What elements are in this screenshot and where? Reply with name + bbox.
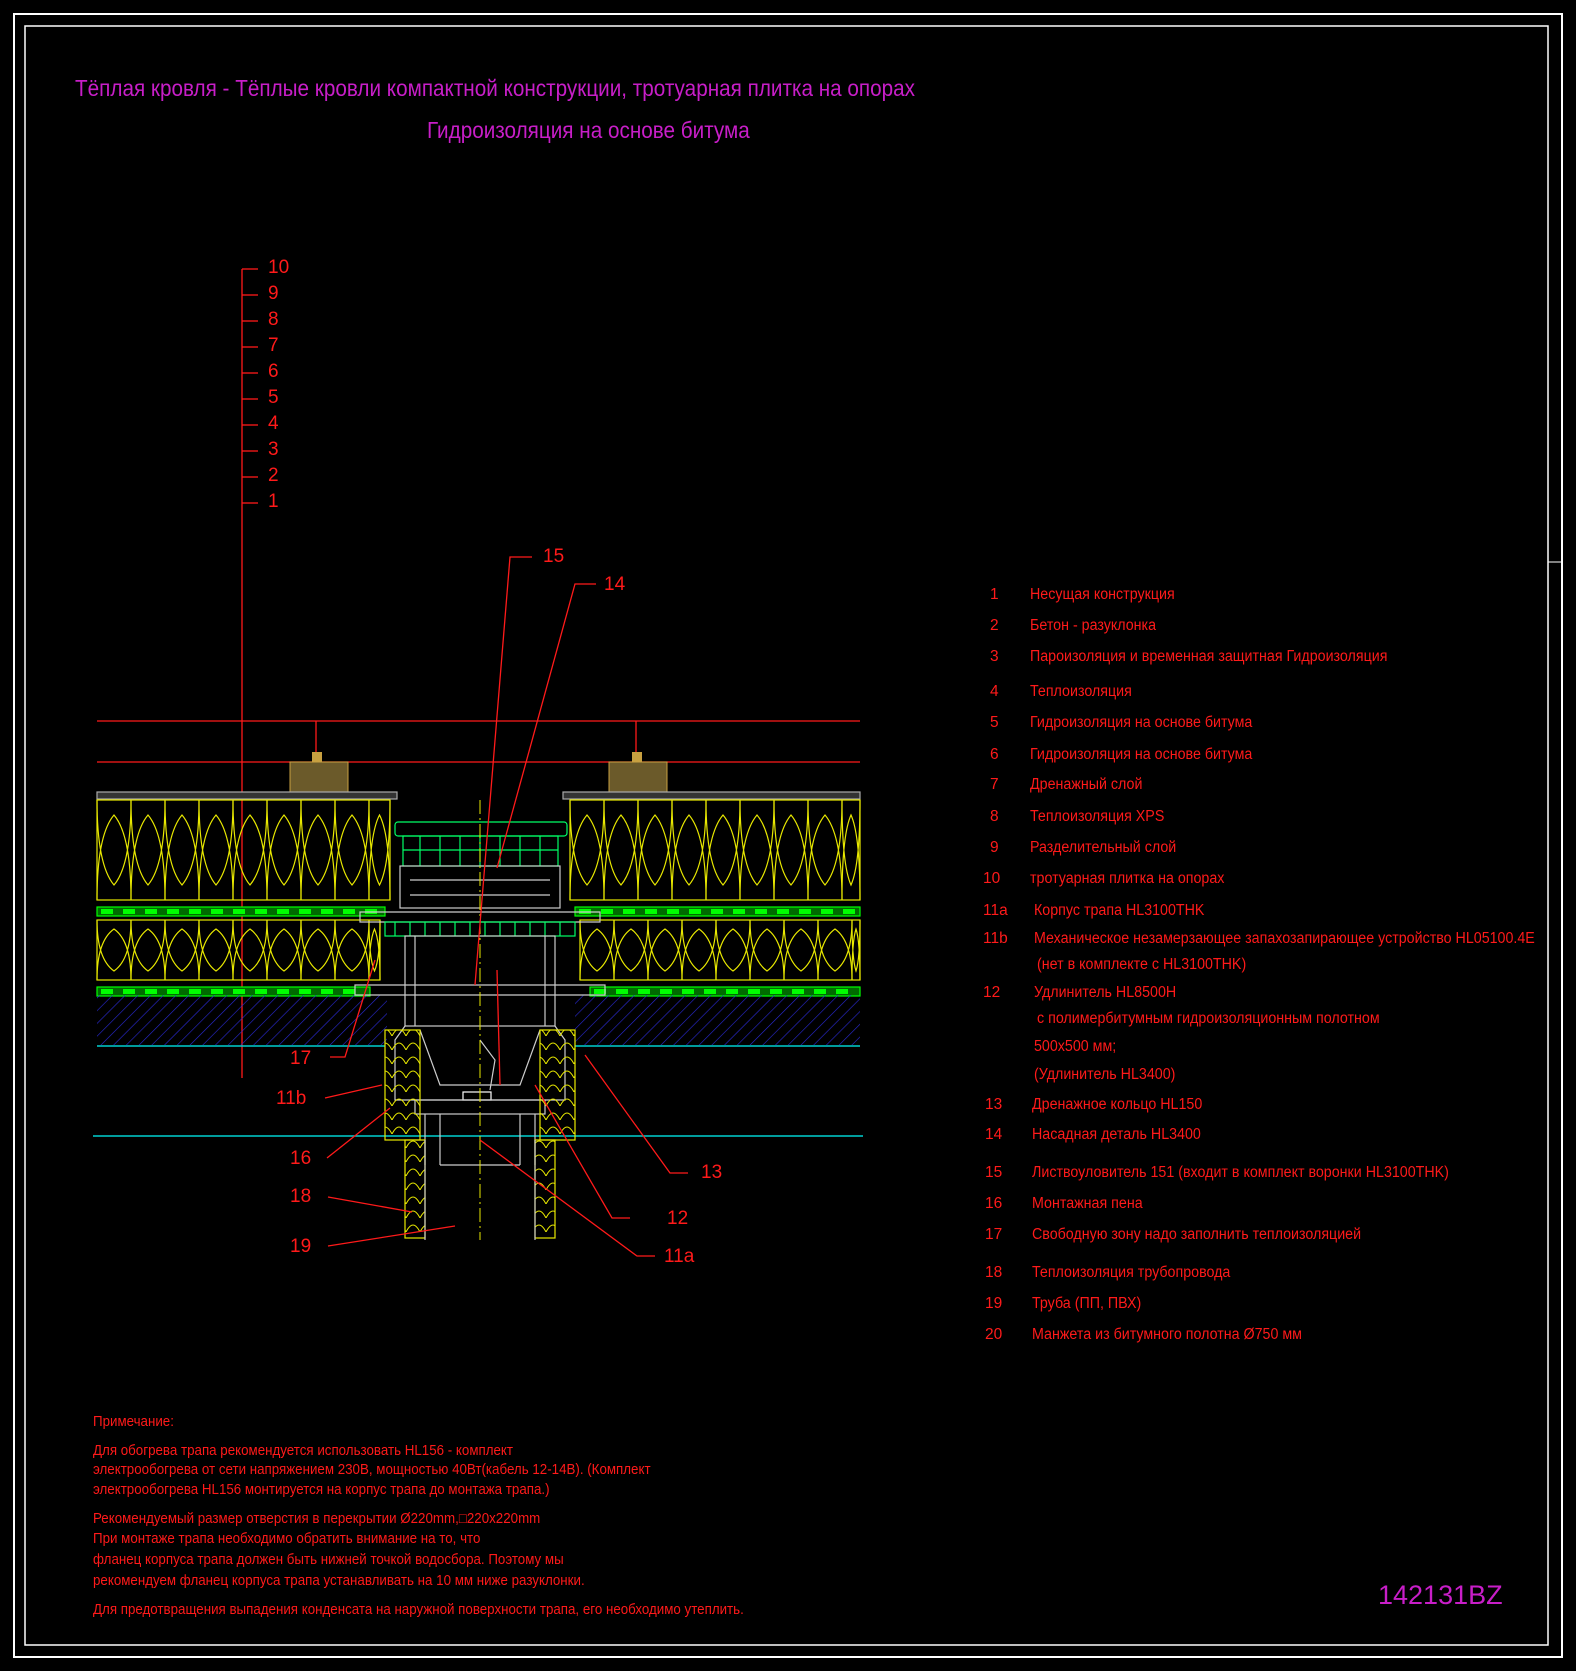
layer-number: 3 [268, 439, 279, 460]
concrete-slope [97, 995, 860, 1047]
drawing-code: 142131BZ [1378, 1580, 1503, 1610]
legend-text: с полимербитумным гидроизоляционным поло… [1037, 1010, 1380, 1027]
legend-text: Теплоизоляция трубопровода [1032, 1264, 1231, 1281]
notes-heading: Примечание: [93, 1414, 174, 1430]
legend-text: 500x500 мм; [1034, 1038, 1117, 1055]
legend-number: 18 [985, 1264, 1003, 1281]
notes-p2-line4: рекомендуем фланец корпуса трапа устанав… [93, 1573, 585, 1589]
xps-insulation [96, 799, 861, 901]
legend-text: Пароизоляция и временная защитная Гидрои… [1030, 648, 1388, 665]
legend-text: Теплоизоляция [1030, 683, 1132, 700]
callout-13: 13 [701, 1162, 723, 1183]
legend-text: Удлинитель HL8500H [1034, 984, 1177, 1001]
legend-text: Монтажная пена [1032, 1195, 1143, 1212]
drain-pipe [424, 1140, 536, 1240]
layer-number: 10 [268, 257, 290, 278]
layer-number: 6 [268, 361, 279, 382]
notes-p2-line1: Рекомендуемый размер отверстия в перекры… [93, 1511, 541, 1527]
legend-number: 6 [990, 746, 999, 763]
legend-text: Свободную зону надо заполнить теплоизоля… [1032, 1226, 1362, 1243]
legend-text: Манжета из битумного полотна Ø750 мм [1032, 1326, 1302, 1343]
legend-text: Разделительный слой [1030, 839, 1177, 856]
legend-text: тротуарная плитка на опорах [1030, 870, 1225, 887]
legend-number: 11a [983, 902, 1008, 919]
legend-number: 20 [985, 1326, 1003, 1343]
drainage-layer [96, 906, 861, 917]
legend-number: 4 [990, 683, 999, 700]
notes-p1-line2: электрообогрева от сети напряжением 230В… [93, 1462, 651, 1478]
pedestals [289, 752, 668, 793]
notes-p2-line3: фланец корпуса трапа должен быть нижней … [93, 1552, 564, 1568]
legend-number: 17 [985, 1226, 1003, 1243]
layer-number: 5 [268, 387, 279, 408]
legend-number: 15 [985, 1164, 1003, 1181]
callout-12: 12 [667, 1208, 689, 1229]
callout-18: 18 [290, 1186, 312, 1207]
legend-text: (нет в комплекте с HL3100THK) [1037, 956, 1247, 973]
legend-text: Теплоизоляция XPS [1030, 808, 1165, 825]
layer-number: 2 [268, 465, 279, 486]
pipe-insulation [384, 1029, 576, 1239]
legend-number: 16 [985, 1195, 1003, 1212]
legend-text: Насадная деталь HL3400 [1032, 1126, 1201, 1143]
notes-p1-line3: электрообогрева HL156 монтируется на кор… [93, 1482, 550, 1498]
legend-number: 11b [983, 930, 1008, 947]
callout-leaders [324, 556, 688, 1257]
page-subtitle: Гидроизоляция на основе битума [427, 117, 750, 143]
drain-assembly [354, 800, 606, 1240]
outer-frame [13, 13, 1563, 1658]
legend-text: Труба (ПП, ПВХ) [1032, 1295, 1142, 1312]
callout-14: 14 [604, 574, 626, 595]
notes-p3: Для предотвращения выпадения конденсата … [93, 1602, 744, 1618]
callout-15: 15 [543, 546, 565, 567]
legend-number: 14 [985, 1126, 1003, 1143]
page-title: Тёплая кровля - Тёплые кровли компактной… [75, 75, 916, 101]
legend-number: 5 [990, 714, 999, 731]
legend-number: 8 [990, 808, 999, 825]
callout-11b: 11b [276, 1088, 307, 1109]
legend-text: Механическое незамерзающее запахозапираю… [1034, 930, 1535, 947]
separation-layer [96, 791, 861, 800]
layer-leader [241, 268, 258, 1078]
legend-text: Листвоуловитель 151 (входит в комплект в… [1032, 1164, 1449, 1181]
legend-number: 19 [985, 1295, 1003, 1312]
layer-number: 4 [268, 413, 279, 434]
legend-number: 9 [990, 839, 999, 856]
legend-text: Дренажное кольцо HL150 [1032, 1096, 1203, 1113]
legend-text: Корпус трапа HL3100THK [1034, 902, 1205, 919]
leaf-guard [394, 821, 568, 867]
legend-number: 12 [983, 984, 1001, 1001]
layer-number: 9 [268, 283, 279, 304]
callout-19: 19 [290, 1236, 312, 1257]
callout-17: 17 [290, 1048, 312, 1069]
legend-number: 13 [985, 1096, 1003, 1113]
callout-11a: 11a [664, 1246, 695, 1267]
legend-text: Несущая конструкция [1030, 586, 1175, 603]
paving-tiles [97, 720, 860, 763]
legend-number: 1 [990, 586, 999, 603]
legend-number: 2 [990, 617, 999, 634]
notes-p2-line2: При монтаже трапа необходимо обратить вн… [93, 1531, 481, 1547]
thermal-insulation [96, 919, 861, 981]
legend-number: 7 [990, 776, 999, 793]
legend-number: 10 [983, 870, 1001, 887]
legend-text: (Удлинитель HL3400) [1034, 1066, 1176, 1083]
upper-flange [359, 911, 601, 937]
callout-16: 16 [290, 1148, 312, 1169]
legend-text: Бетон - разуклонка [1030, 617, 1157, 634]
layer-number: 1 [268, 491, 279, 512]
legend-text: Гидроизоляция на основе битума [1030, 714, 1253, 731]
layer-number: 7 [268, 335, 279, 356]
inner-frame [24, 25, 1549, 1646]
layer-number: 8 [268, 309, 279, 330]
legend-text: Гидроизоляция на основе битума [1030, 746, 1253, 763]
legend-text: Дренажный слой [1030, 776, 1143, 793]
notes-p1-line1: Для обогрева трапа рекомендуется использ… [93, 1443, 514, 1459]
legend-number: 3 [990, 648, 999, 665]
